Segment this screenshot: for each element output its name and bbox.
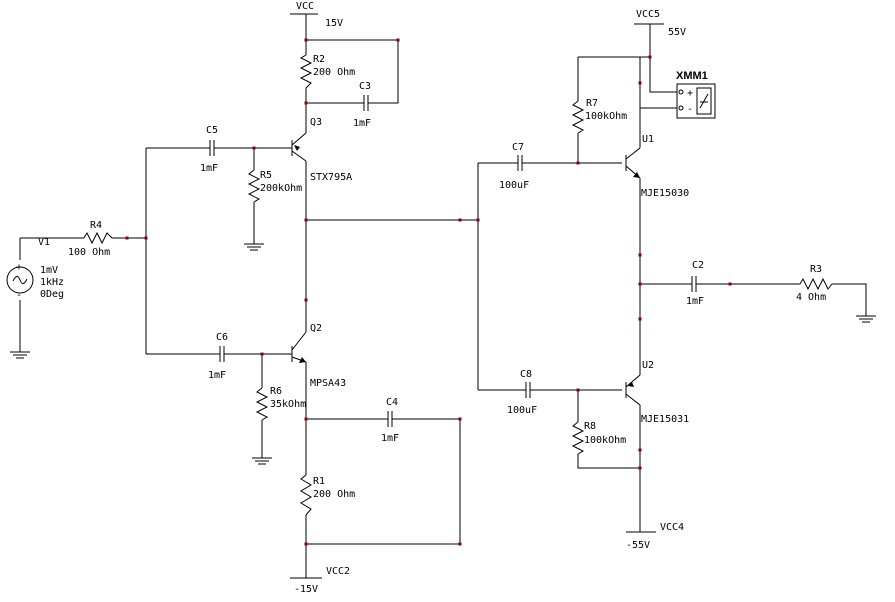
r1-name: R1 [313, 476, 325, 487]
r5-name: R5 [260, 170, 272, 181]
v1-name: V1 [38, 237, 50, 248]
capacitor-c8[interactable] [520, 382, 536, 398]
r8-name: R8 [584, 421, 596, 432]
vcc-label: VCC [296, 1, 314, 12]
labels: VCC 15V R2 200 Ohm C3 1mF Q3 STX795A C5 … [38, 1, 826, 595]
resistor-r6[interactable] [255, 387, 269, 421]
meter-plus-terminal: + [687, 88, 693, 99]
q2-model: MPSA43 [310, 378, 346, 389]
c8-value: 100uF [507, 405, 537, 416]
q3-model: STX795A [310, 172, 352, 183]
resistor-r5[interactable] [247, 169, 261, 203]
vcc5-label: VCC5 [636, 9, 660, 20]
v1-phase: 0Deg [40, 289, 64, 300]
r5-value: 200kOhm [260, 183, 302, 194]
r6-value: 35kOhm [270, 399, 306, 410]
resistor-r2[interactable] [299, 54, 313, 89]
resistor-r1[interactable] [300, 474, 312, 516]
c7-name: C7 [512, 142, 524, 153]
c2-name: C2 [692, 260, 704, 271]
vcc5-voltage: 55V [668, 27, 686, 38]
source-minus-sign: - [16, 290, 22, 301]
wires [10, 13, 876, 579]
meter-minus-terminal: - [687, 104, 693, 115]
c8-name: C8 [520, 369, 532, 380]
r3-name: R3 [810, 264, 822, 275]
ac-source-v1[interactable]: + - [6, 262, 34, 301]
multimeter-xmm1[interactable]: + - [676, 83, 716, 119]
c3-name: C3 [359, 81, 371, 92]
v1-amplitude: 1mV [40, 265, 58, 276]
capacitor-c6[interactable] [214, 346, 230, 362]
vcc2-label: VCC2 [326, 566, 350, 577]
source-plus-sign: + [16, 262, 22, 273]
u2-model: MJE15031 [641, 414, 689, 425]
u1-name: U1 [642, 134, 654, 145]
vcc-voltage: 15V [325, 18, 343, 29]
r7-name: R7 [586, 98, 598, 109]
r6-name: R6 [270, 386, 282, 397]
resistor-r4[interactable] [83, 231, 113, 245]
resistor-r3[interactable] [799, 277, 833, 291]
vcc4-label: VCC4 [660, 522, 684, 533]
v1-frequency: 1kHz [40, 277, 64, 288]
r2-name: R2 [313, 54, 325, 65]
r8-value: 100kOhm [584, 435, 626, 446]
c5-name: C5 [206, 125, 218, 136]
u1-model: MJE15030 [641, 188, 689, 199]
vcc4-voltage: -55V [626, 540, 650, 551]
r7-value: 100kOhm [585, 111, 627, 122]
transistor-q2[interactable] [291, 331, 307, 363]
capacitor-c5[interactable] [204, 140, 220, 156]
transistor-q3[interactable] [291, 132, 307, 162]
resistor-r8[interactable] [571, 421, 585, 455]
c7-value: 100uF [499, 180, 529, 191]
c6-name: C6 [216, 332, 228, 343]
capacitor-c2[interactable] [686, 276, 702, 292]
u2-name: U2 [642, 360, 654, 371]
resistor-r7[interactable] [571, 100, 585, 134]
vcc2-voltage: -15V [294, 584, 318, 595]
r1-value: 200 Ohm [313, 489, 355, 500]
c3-value: 1mF [353, 118, 371, 129]
c4-name: C4 [386, 397, 398, 408]
transistor-u2[interactable] [625, 374, 641, 406]
capacitor-c4[interactable] [382, 411, 398, 427]
xmm1-name: XMM1 [676, 70, 708, 82]
r3-value: 4 Ohm [796, 292, 826, 303]
q2-name: Q2 [310, 323, 322, 334]
junctions [125, 38, 732, 546]
c5-value: 1mF [200, 163, 218, 174]
r2-value: 200 Ohm [313, 67, 355, 78]
c6-value: 1mF [208, 370, 226, 381]
c4-value: 1mF [381, 433, 399, 444]
transistor-u1[interactable] [625, 147, 641, 179]
capacitor-c7[interactable] [512, 155, 528, 171]
c2-value: 1mF [686, 296, 704, 307]
q3-name: Q3 [310, 117, 322, 128]
r4-value: 100 Ohm [68, 247, 110, 258]
capacitor-c3[interactable] [358, 95, 374, 111]
r4-name: R4 [90, 220, 102, 231]
